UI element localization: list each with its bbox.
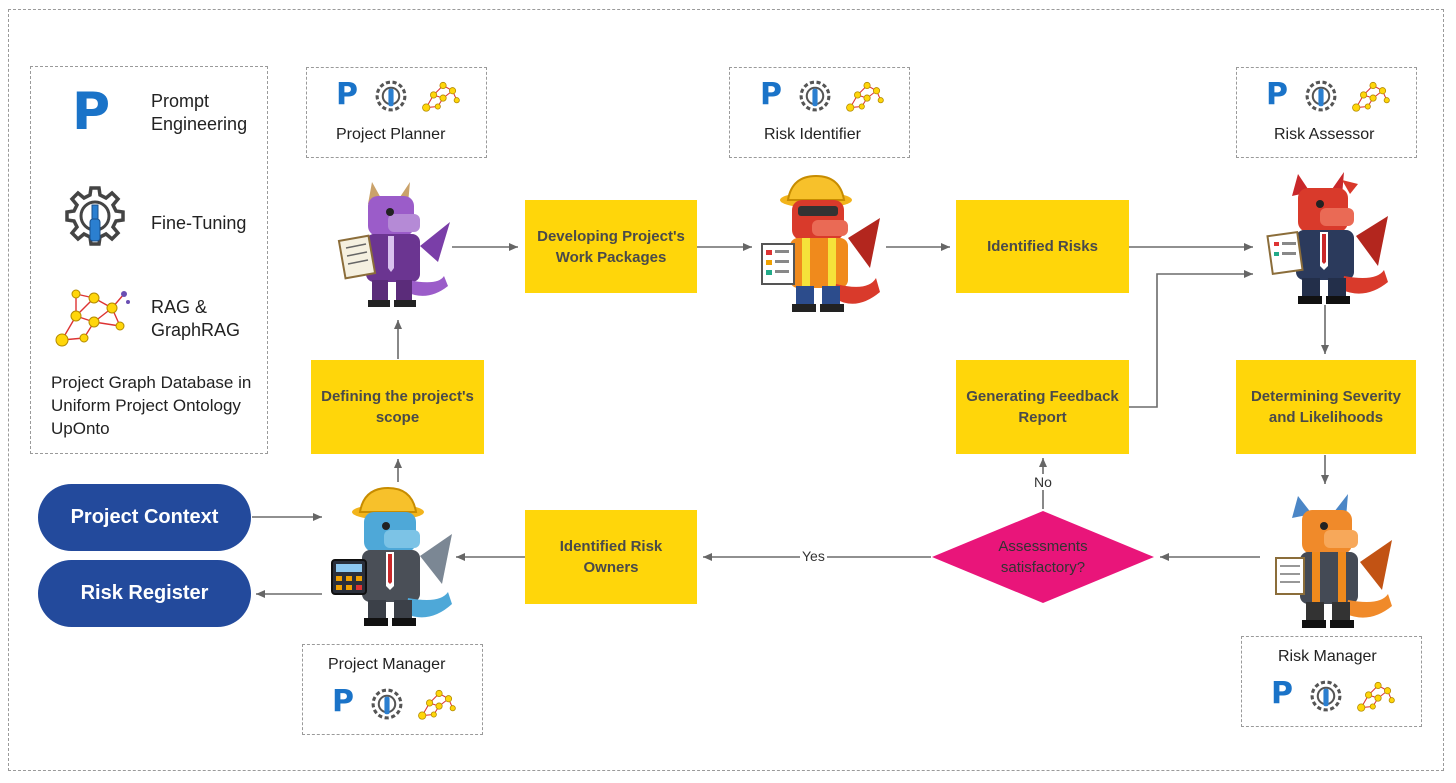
prompt-engineering-icon: P [760,77,782,112]
project-manager-avatar [331,486,452,626]
project-planner-avatar [337,182,450,307]
legend-prompt-label: Prompt Engineering [151,91,248,134]
rag-graph-icon [422,81,460,112]
edge-label-yes: Yes [800,548,827,564]
diagram-frame [8,9,1444,771]
legend-box [30,66,268,454]
risk-manager-label: Risk Manager [1278,648,1377,665]
process-work-packages: Developing Project's Work Packages [525,200,697,293]
rag-graph-icon [1357,681,1395,712]
prompt-engineering-icon: P [336,77,358,112]
process-feedback-report: Generating Feedback Report [956,360,1129,454]
rag-graph-icon [846,81,884,112]
legend-finetune-label: Fine-Tuning [151,213,247,233]
prompt-engineering-icon: P [332,684,354,719]
prompt-engineering-icon: P [1266,77,1288,112]
risk-identifier-avatar [761,174,880,312]
risk-manager-box [1241,636,1422,727]
rag-graph-icon [418,689,456,720]
fine-tuning-icon [65,186,125,246]
process-risk-owners: Identified Risk Owners [525,510,697,604]
process-identified-risks: Identified Risks [956,200,1129,293]
fine-tuning-icon [1305,80,1337,112]
risk-manager-avatar [1275,494,1392,628]
process-defining-scope: Defining the project's scope [311,360,484,454]
risk-register-pill: Risk Register [38,560,251,627]
legend-rag-label: RAG & GraphRAG [151,297,241,340]
decision-assessments-satisfactory: Assessments satisfactory? [998,538,1088,576]
fine-tuning-icon [371,688,403,720]
process-severity-likelihoods: Determining Severity and Likelihoods [1236,360,1416,454]
legend-db-label: Project Graph Database in Uniform Projec… [51,373,252,438]
risk-assessor-avatar [1266,172,1388,304]
project-planner-label: Project Planner [336,126,446,143]
risk-identifier-label: Risk Identifier [764,126,861,143]
project-manager-label: Project Manager [328,656,446,673]
rag-graph-icon [55,289,130,347]
fine-tuning-icon [375,80,407,112]
project-manager-box [302,644,483,735]
edge-feedback-to-assessor [1129,270,1253,408]
fine-tuning-icon [1310,680,1342,712]
risk-assessor-label: Risk Assessor [1274,126,1375,143]
project-context-pill: Project Context [38,484,251,551]
decision-diamond [932,511,1154,603]
rag-graph-icon [1352,81,1390,112]
prompt-engineering-icon: P [1271,676,1293,711]
fine-tuning-icon [799,80,831,112]
prompt-engineering-icon: P [72,82,111,142]
edge-label-no: No [1032,474,1054,490]
